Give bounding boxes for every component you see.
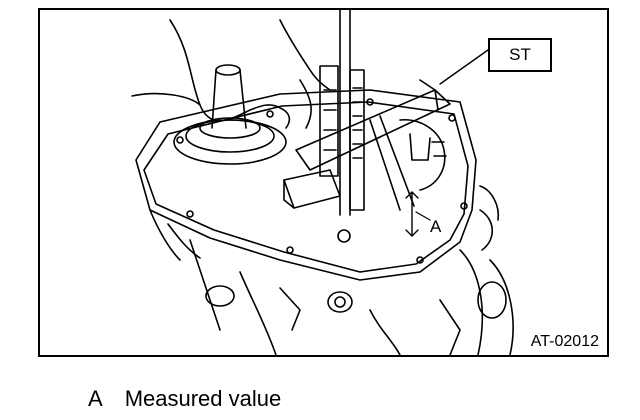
transmission-illustration (131, 10, 514, 355)
st-leader-line (439, 49, 489, 85)
legend: A Measured value (88, 386, 281, 412)
figure-frame: ST A AT-02012 (38, 8, 609, 357)
hand-drawing (169, 19, 291, 129)
figure-code: AT-02012 (530, 333, 599, 350)
legend-key: A (88, 386, 103, 411)
legend-text: Measured value (124, 386, 282, 411)
dimension-a-marker (405, 191, 419, 237)
callout-st: ST (488, 38, 552, 72)
callout-a: A (430, 217, 442, 236)
depth-gauge-drawing (339, 10, 351, 216)
shaft-drawing (211, 69, 247, 129)
special-tool-drawing (295, 89, 451, 171)
housing-drawing (135, 89, 477, 281)
